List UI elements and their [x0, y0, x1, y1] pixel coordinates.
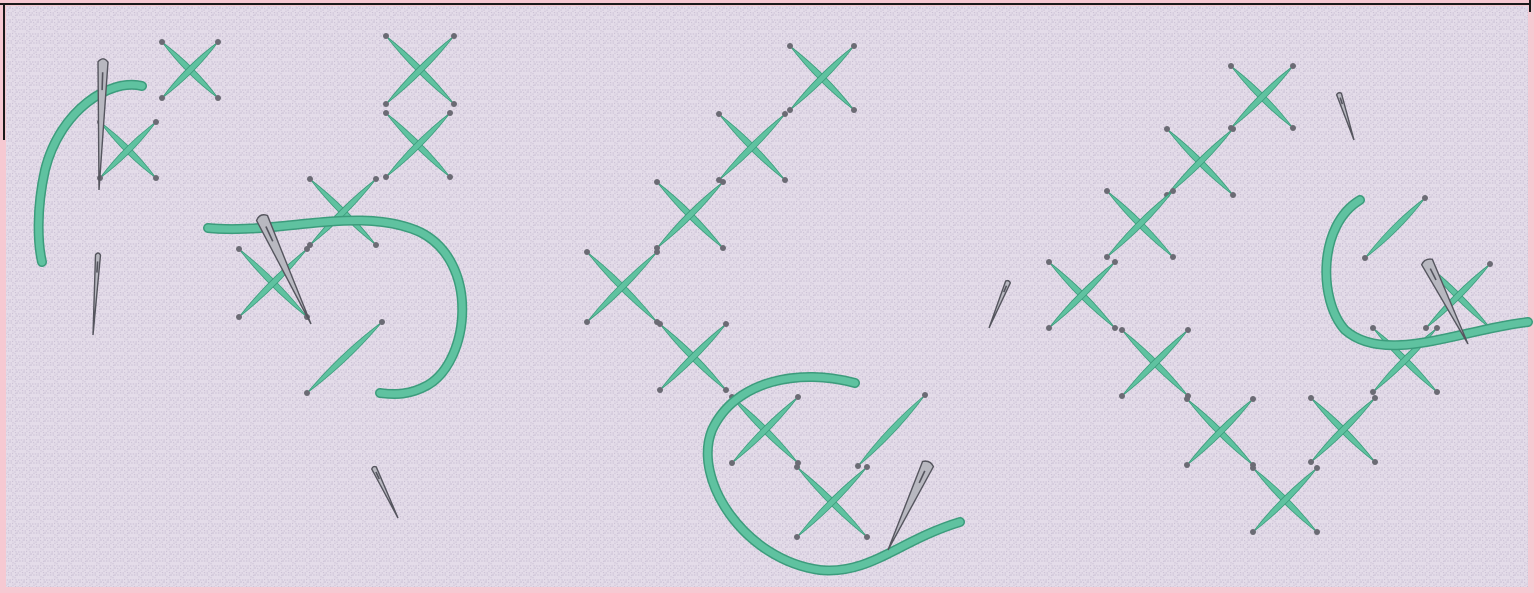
- stitch-hole: [584, 249, 590, 255]
- stitch-hole: [1250, 465, 1256, 471]
- stitch-hole: [304, 246, 310, 252]
- stitch-hole: [383, 101, 389, 107]
- stitch-hole: [657, 387, 663, 393]
- stitch-hole: [1370, 389, 1376, 395]
- stitch-hole: [1170, 254, 1176, 260]
- stitch-hole: [159, 39, 165, 45]
- stitch-hole: [1290, 125, 1296, 131]
- stitch-hole: [1487, 261, 1493, 267]
- stitch-hole: [1119, 393, 1125, 399]
- needle-eye: [97, 261, 98, 272]
- stitch-hole: [1423, 325, 1429, 331]
- stitch-hole: [1170, 188, 1176, 194]
- stitch-hole: [1230, 192, 1236, 198]
- stitch-hole: [922, 392, 928, 398]
- stitch-hole: [654, 179, 660, 185]
- stitch-hole: [782, 111, 788, 117]
- stitch-hole: [1250, 529, 1256, 535]
- stitch-hole: [447, 110, 453, 116]
- stitch-hole: [383, 110, 389, 116]
- stitch-hole: [1046, 259, 1052, 265]
- stitch-hole: [383, 174, 389, 180]
- stitch-hole: [723, 321, 729, 327]
- stitch-hole: [1228, 63, 1234, 69]
- stitch-hole: [379, 319, 385, 325]
- stitch-hole: [1104, 254, 1110, 260]
- stitch-hole: [720, 245, 726, 251]
- stitch-hole: [1370, 325, 1376, 331]
- stitch-hole: [864, 534, 870, 540]
- stitch-hole: [1362, 255, 1368, 261]
- stitch-hole: [720, 179, 726, 185]
- stitch-hole: [1372, 395, 1378, 401]
- stitch-hole: [787, 107, 793, 113]
- stitch-hole: [1112, 259, 1118, 265]
- stitch-hole: [1184, 396, 1190, 402]
- stitch-hole: [1119, 327, 1125, 333]
- stitch-hole: [236, 246, 242, 252]
- stitch-hole: [307, 176, 313, 182]
- stitch-hole: [716, 111, 722, 117]
- stitch-hole: [153, 119, 159, 125]
- stitch-hole: [1308, 395, 1314, 401]
- stitch-hole: [1112, 325, 1118, 331]
- stitch-hole: [654, 249, 660, 255]
- stitch-hole: [1164, 126, 1170, 132]
- stitch-hole: [1104, 188, 1110, 194]
- stitch-hole: [215, 95, 221, 101]
- stitch-hole: [851, 107, 857, 113]
- stitch-hole: [236, 314, 242, 320]
- stitch-hole: [1230, 126, 1236, 132]
- stitch-hole: [1290, 63, 1296, 69]
- stitch-hole: [794, 464, 800, 470]
- stitch-hole: [304, 390, 310, 396]
- stitch-hole: [782, 177, 788, 183]
- stitch-hole: [864, 464, 870, 470]
- stitch-hole: [787, 43, 793, 49]
- stitch-hole: [584, 319, 590, 325]
- stitch-hole: [1422, 195, 1428, 201]
- stitch-hole: [657, 321, 663, 327]
- stitch-hole: [451, 101, 457, 107]
- stitch-hole: [723, 387, 729, 393]
- needle-eye: [102, 72, 103, 90]
- stitch-hole: [1314, 465, 1320, 471]
- stitch-hole: [729, 460, 735, 466]
- stitch-hole: [1185, 327, 1191, 333]
- stitch-hole: [1250, 396, 1256, 402]
- stitch-hole: [1308, 459, 1314, 465]
- stitch-hole: [215, 39, 221, 45]
- stitch-hole: [153, 175, 159, 181]
- stitch-hole: [794, 534, 800, 540]
- stitch-hole: [1184, 462, 1190, 468]
- fabric: [6, 6, 1528, 587]
- stitch-hole: [1314, 529, 1320, 535]
- stitch-hole: [1372, 459, 1378, 465]
- stitch-hole: [855, 463, 861, 469]
- stitch-hole: [1046, 325, 1052, 331]
- stitch-hole: [851, 43, 857, 49]
- stitch-hole: [1434, 389, 1440, 395]
- stitch-hole: [383, 33, 389, 39]
- stitch-hole: [373, 176, 379, 182]
- stitch-hole: [795, 394, 801, 400]
- stitch-hole: [1434, 325, 1440, 331]
- stitch-hole: [447, 174, 453, 180]
- stitch-hole: [451, 33, 457, 39]
- stitch-hole: [159, 95, 165, 101]
- stitch-hole: [373, 242, 379, 248]
